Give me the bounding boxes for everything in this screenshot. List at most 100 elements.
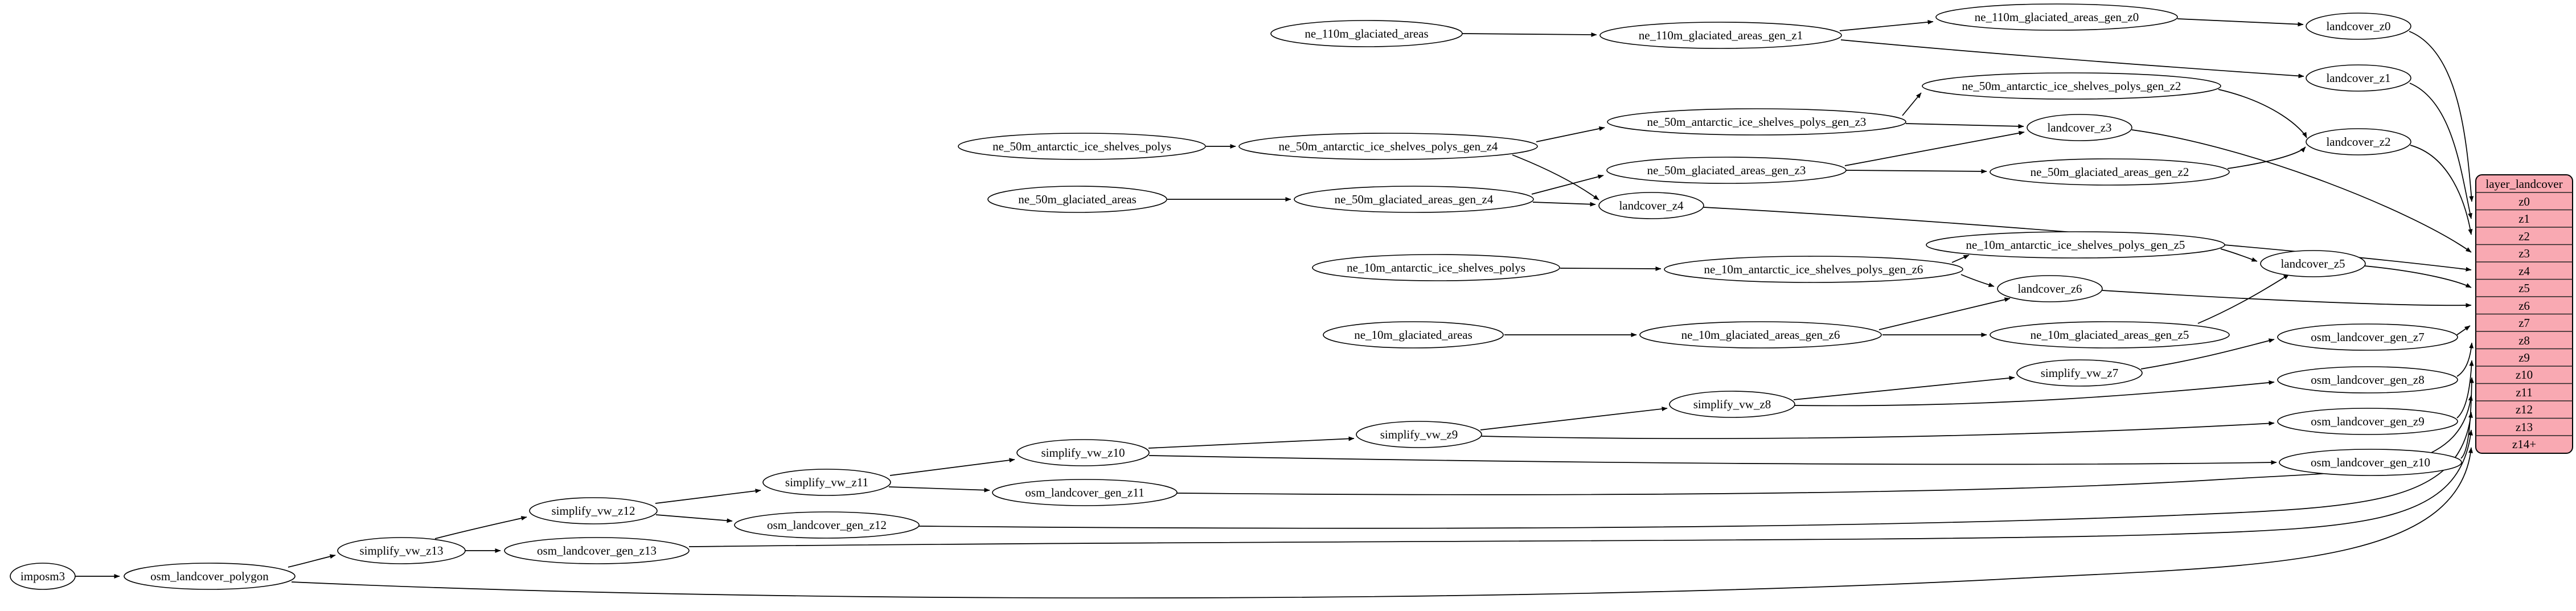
- node-label: ne_10m_glaciated_areas: [1354, 328, 1472, 342]
- table-row-z1: z1: [2518, 212, 2530, 225]
- node-ne_110m_glaciated_areas_gen_z1: ne_110m_glaciated_areas_gen_z1: [1599, 22, 1842, 49]
- edge-landcover_z1--row-z1: [2409, 83, 2472, 219]
- node-label: landcover_z2: [2326, 135, 2390, 149]
- edge-ne_50m_polys_gen_z4--polys_gen_z3: [1536, 126, 1605, 142]
- node-landcover_z0: landcover_z0: [2306, 13, 2411, 40]
- edge-ne_50m_glac_gen_z3--landcover_z3: [1844, 130, 2025, 166]
- node-label: ne_10m_glaciated_areas_gen_z5: [2031, 328, 2189, 342]
- node-label: landcover_z3: [2047, 121, 2111, 134]
- edge-ne_10m_polys_gen_z6--landcover_z6: [1960, 274, 1995, 287]
- node-ne_110m_glaciated_areas_gen_z0: ne_110m_glaciated_areas_gen_z0: [1935, 3, 2178, 31]
- edge-simplify_vw_z9--osm_landcover_gen_z9: [1481, 421, 2275, 439]
- nodes: imposm3 osm_landcover_polygon simplify_v…: [10, 3, 2462, 590]
- edge-ne_50m_glac_gen_z2--landcover_z2: [2227, 146, 2306, 169]
- node-label: simplify_vw_z9: [1380, 428, 1458, 441]
- node-label: osm_landcover_gen_z11: [1025, 486, 1144, 499]
- node-label: osm_landcover_gen_z13: [537, 544, 657, 557]
- node-ne_10m_glaciated_areas: ne_10m_glaciated_areas: [1323, 321, 1504, 348]
- edges: [75, 18, 2474, 598]
- node-ne_110m_glaciated_areas: ne_110m_glaciated_areas: [1270, 20, 1463, 47]
- table-row-z14plus: z14+: [2512, 437, 2536, 451]
- node-simplify_vw_z12: simplify_vw_z12: [529, 497, 658, 524]
- table-row-z8: z8: [2518, 334, 2530, 347]
- node-label: ne_10m_antarctic_ice_shelves_polys_gen_z…: [1966, 238, 2185, 252]
- node-label: ne_50m_antarctic_ice_shelves_polys_gen_z…: [1962, 79, 2181, 93]
- node-label: simplify_vw_z10: [1041, 446, 1125, 460]
- edge-landcover_z0--row-z0: [2409, 31, 2474, 202]
- edge-ne_10m_polys--polys_gen_z6: [1560, 266, 1662, 271]
- table-row-z0: z0: [2518, 195, 2530, 208]
- edge-simplify_vw_z13--simplify_vw_z12: [434, 516, 527, 539]
- node-landcover_z5: landcover_z5: [2260, 250, 2366, 277]
- node-label: landcover_z1: [2326, 71, 2390, 85]
- node-label: landcover_z6: [2017, 282, 2082, 296]
- node-landcover_z4: landcover_z4: [1598, 192, 1704, 219]
- edge-ne_50m_polys_gen_z2--landcover_z2: [2218, 89, 2307, 138]
- table-row-z11: z11: [2516, 386, 2533, 399]
- edge-ne_10m_glaciated_areas_gen_z6--landcover_z6: [1878, 297, 2011, 330]
- edge-simplify_vw_z11--simplify_vw_z10: [889, 458, 1015, 476]
- node-ne_50m_antarctic_ice_shelves_polys_gen_z2: ne_50m_antarctic_ice_shelves_polys_gen_z…: [1922, 72, 2221, 100]
- table-title: layer_landcover: [2485, 177, 2562, 191]
- edge-osm_landcover_gen_z13--row-z13: [688, 429, 2473, 547]
- edge-osm_landcover_gen_z11--row-z11: [1176, 395, 2473, 495]
- table-row-z4: z4: [2518, 264, 2530, 278]
- node-ne_10m_glaciated_areas_gen_z6: ne_10m_glaciated_areas_gen_z6: [1639, 321, 1882, 348]
- node-label: ne_50m_antarctic_ice_shelves_polys: [992, 140, 1171, 153]
- edge-ne_50m_polys_gen_z3--landcover_z3: [1905, 123, 2024, 129]
- edge-simplify_vw_z12--osm_landcover_gen_z12: [655, 514, 733, 523]
- node-label: ne_10m_antarctic_ice_shelves_polys: [1347, 261, 1525, 274]
- edge-landcover_z5--row-z5: [2364, 265, 2472, 288]
- node-landcover_z6: landcover_z6: [1997, 275, 2103, 302]
- node-label: ne_110m_glaciated_areas_gen_z1: [1639, 28, 1803, 42]
- edge-simplify_vw_z11--osm_landcover_gen_z11: [888, 486, 990, 493]
- node-simplify_vw_z8: simplify_vw_z8: [1669, 391, 1795, 418]
- node-osm_landcover_gen_z10: osm_landcover_gen_z10: [2279, 449, 2462, 476]
- edge-ne_10m_polys_gen_z6--polys_gen_z5: [1951, 255, 1970, 263]
- node-label: landcover_z0: [2326, 19, 2390, 33]
- table-row-z12: z12: [2516, 403, 2533, 416]
- edge-ne_50m_glac_gen_z3--gen_z2: [1845, 169, 1987, 174]
- node-label: simplify_vw_z13: [360, 544, 444, 557]
- node-label: osm_landcover_gen_z9: [2311, 415, 2424, 428]
- edge-osm_landcover_gen_z10--row-z10: [2460, 377, 2474, 459]
- node-ne_50m_glaciated_areas_gen_z3: ne_50m_glaciated_areas_gen_z3: [1606, 157, 1847, 184]
- edge-simplify_vw_z8--simplify_vw_z7: [1793, 375, 2015, 400]
- node-ne_50m_glaciated_areas_gen_z2: ne_50m_glaciated_areas_gen_z2: [1990, 158, 2230, 186]
- edge-landcover_z2--row-z2: [2410, 145, 2473, 235]
- node-simplify_vw_z13: simplify_vw_z13: [337, 537, 466, 564]
- edge-simplify_vw_z12--simplify_vw_z11: [655, 489, 761, 504]
- node-label: ne_50m_glaciated_areas: [1018, 192, 1137, 206]
- node-ne_50m_glaciated_areas_gen_z4: ne_50m_glaciated_areas_gen_z4: [1294, 186, 1534, 213]
- node-simplify_vw_z9: simplify_vw_z9: [1356, 421, 1482, 448]
- table-row-z2: z2: [2518, 229, 2530, 243]
- node-label: ne_50m_glaciated_areas_gen_z4: [1335, 192, 1494, 206]
- node-label: landcover_z4: [1619, 199, 1684, 212]
- node-label: ne_110m_glaciated_areas: [1305, 27, 1428, 40]
- node-label: imposm3: [20, 569, 65, 583]
- node-ne_50m_antarctic_ice_shelves_polys: ne_50m_antarctic_ice_shelves_polys: [958, 133, 1206, 160]
- edge-simplify_vw_z10--simplify_vw_z9: [1148, 436, 1355, 449]
- node-landcover_z3: landcover_z3: [2027, 114, 2132, 141]
- node-ne_10m_antarctic_ice_shelves_polys_gen_z6: ne_10m_antarctic_ice_shelves_polys_gen_z…: [1664, 256, 1963, 283]
- table-row-z7: z7: [2518, 316, 2530, 330]
- edge-osm_landcover_polygon--row-z14: [291, 447, 2474, 598]
- edge-osm_landcover_gen_z9--row-z9: [2456, 360, 2474, 419]
- edge-ne_50m_polys_gen_z3--polys_gen_z2: [1902, 92, 1922, 116]
- node-label: ne_50m_antarctic_ice_shelves_polys_gen_z…: [1279, 140, 1498, 153]
- node-ne_10m_glaciated_areas_gen_z5: ne_10m_glaciated_areas_gen_z5: [1990, 321, 2230, 348]
- table-row-z3: z3: [2518, 247, 2530, 260]
- edge-osm_landcover_gen_z7--row-z7: [2456, 325, 2471, 335]
- edge-ne_10m_glaciated_areas_gen_z5--landcover_z5: [2197, 274, 2290, 324]
- node-label: osm_landcover_gen_z8: [2311, 373, 2424, 387]
- node-ne_50m_glaciated_areas: ne_50m_glaciated_areas: [987, 186, 1167, 213]
- node-label: osm_landcover_gen_z7: [2311, 330, 2424, 344]
- table-row-z10: z10: [2516, 368, 2533, 382]
- node-label: ne_10m_glaciated_areas_gen_z6: [1681, 328, 1840, 342]
- edge-landcover_z3--row-z3: [2131, 129, 2472, 253]
- node-label: simplify_vw_z12: [552, 504, 635, 518]
- node-osm_landcover_gen_z11: osm_landcover_gen_z11: [992, 479, 1178, 506]
- node-label: ne_10m_antarctic_ice_shelves_polys_gen_z…: [1704, 263, 1923, 276]
